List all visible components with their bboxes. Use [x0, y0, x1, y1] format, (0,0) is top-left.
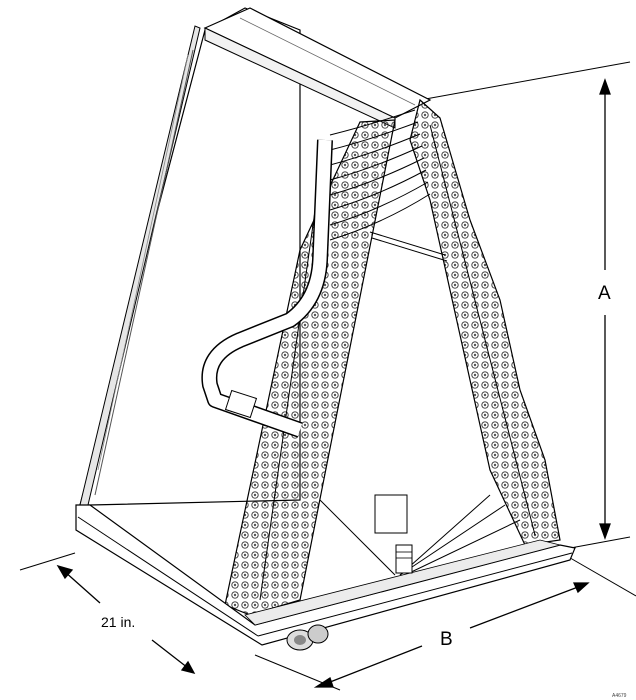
drain-pan — [75, 504, 576, 646]
right-coil-slab — [409, 98, 561, 546]
dimension-lines — [19, 61, 636, 691]
side-panel — [79, 7, 301, 506]
cross-braces — [319, 231, 521, 576]
width-dimension-label: B — [440, 629, 453, 650]
label-plate — [374, 494, 408, 534]
figure-reference: A4679 — [612, 693, 627, 699]
tube-bundle — [329, 109, 431, 241]
depth-dimension-label: 21 in. — [101, 614, 135, 630]
suction-pipe — [201, 139, 333, 438]
dimension-arrows — [56, 78, 611, 688]
height-dimension-label: A — [598, 283, 611, 304]
top-cap — [203, 7, 432, 129]
liquid-connector — [395, 544, 413, 574]
drain-ports — [286, 624, 329, 651]
